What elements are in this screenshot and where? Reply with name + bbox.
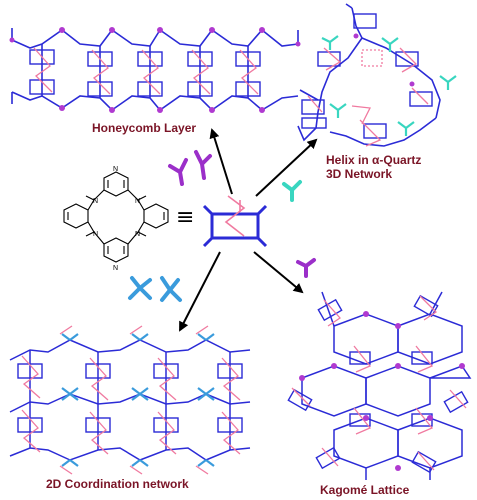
honeycomb-layer-label: Honeycomb Layer	[92, 121, 196, 135]
honeycomb-pink-rings	[33, 47, 259, 95]
arrow-to-kagome	[253, 251, 304, 294]
helix-cyan-linkers	[321, 35, 457, 136]
purple-linker-icon-3	[296, 258, 316, 278]
honeycomb-purple-nodes	[9, 27, 301, 113]
purple-linker-icon-2	[194, 150, 212, 180]
arrow-to-helix	[255, 138, 318, 197]
cyan-linker-icon	[282, 180, 302, 202]
coordination-blue-linkers	[61, 333, 215, 467]
coordination-network-label: 2D Coordination network	[46, 477, 189, 491]
helix-label-line2: 3D Network	[326, 167, 392, 181]
coordination-macrocycles	[17, 363, 243, 433]
macrocycle-structure	[63, 171, 169, 263]
central-schematic	[202, 195, 268, 248]
svg-text:N: N	[135, 198, 140, 205]
blue-linker-icon-2	[160, 276, 182, 302]
svg-text:N: N	[135, 231, 140, 238]
honeycomb-macrocycles	[29, 49, 261, 97]
helix-purple-nodes	[353, 33, 415, 87]
blue-linker-icon-1	[128, 276, 152, 300]
kagome-purple-nodes	[299, 311, 465, 471]
equivalence-symbol: ≡	[176, 205, 194, 230]
arrow-to-coordination	[179, 251, 221, 332]
macrocycle-atom-labels: N N N N N N	[93, 166, 140, 272]
kagome-pink-rings	[291, 295, 467, 471]
svg-text:N: N	[113, 166, 118, 173]
helix-label-line1: Helix in α-Quartz	[326, 153, 421, 167]
coordination-pink-rings	[21, 325, 241, 475]
purple-linker-icon-1	[168, 158, 188, 186]
svg-text:N: N	[93, 198, 98, 205]
kagome-macrocycles	[287, 294, 469, 474]
arrow-to-honeycomb	[209, 128, 233, 195]
honeycomb-layer-diagram	[11, 28, 299, 112]
helix-pink-rings	[307, 47, 429, 147]
kagome-lattice-label: Kagomé Lattice	[320, 483, 410, 497]
helix-macrocycles	[301, 13, 433, 139]
reaction-arrows	[179, 128, 318, 332]
svg-text:N: N	[113, 265, 118, 272]
svg-text:N: N	[93, 231, 98, 238]
